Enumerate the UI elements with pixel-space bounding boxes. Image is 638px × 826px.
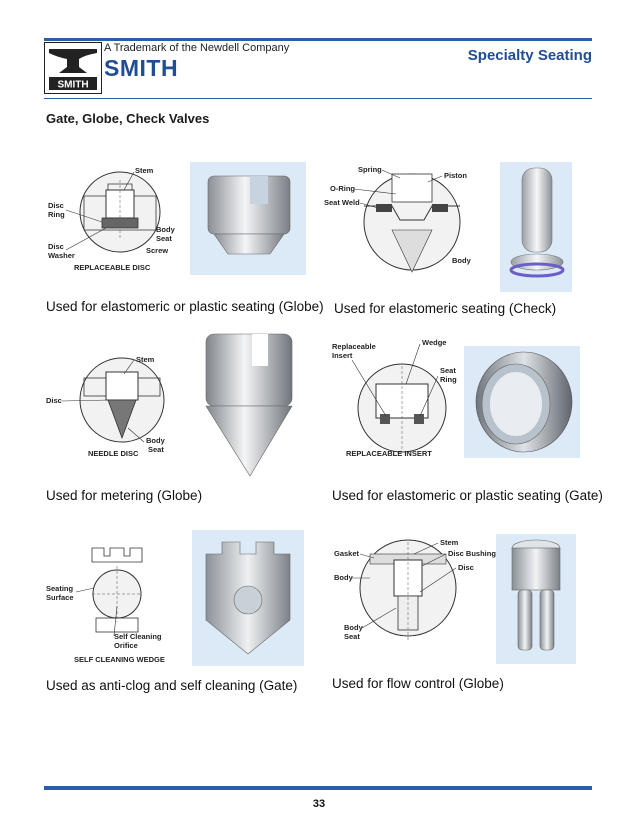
label-disc-washer-1: Disc [48,242,64,251]
photo-check-piston [500,162,572,292]
panel-self-cleaning-wedge: Seating Surface Self Cleaning Orifice SE… [44,530,306,670]
label-disc-ring-1: Disc [48,201,64,210]
anvil-icon: SMITH [49,49,97,91]
panel-check-piston: Spring Piston O-Ring Seat Weld Body [320,160,572,292]
page-subtitle: Gate, Globe, Check Valves [46,111,210,126]
panel-replaceable-insert: Replaceable Insert Wedge Seat Ring REPLA… [330,336,582,466]
label-disc-bushing: Disc Bushing [448,549,496,558]
trademark-text: A Trademark of the Newdell Company [104,42,290,54]
label-body-seat-1: Body [156,225,176,234]
label-gasket: Gasket [334,549,360,558]
label-body-seat-2: Seat [148,445,164,454]
label-disc: Disc [458,563,474,572]
caption-panel-1: Used for elastomeric or plastic seating … [46,299,324,314]
label-seating-surface-1: Seating [46,584,74,593]
logo-text: SMITH [57,80,88,91]
label-spring: Spring [358,165,382,174]
label-seat-weld: Seat Weld [324,198,360,207]
label-replaceable-insert-2: Insert [332,351,353,360]
header-divider [44,98,592,99]
label-disc: Disc [46,396,62,405]
panel-replaceable-disc: Stem Disc Ring Body Seat Disc Washer Scr… [44,160,306,275]
smith-logo: SMITH [44,42,102,94]
photo-needle-disc [194,330,304,480]
label-self-cleaning-2: Orifice [114,641,138,650]
diagram-replaceable-insert: Replaceable Insert Wedge Seat Ring REPLA… [332,338,457,458]
label-stem: Stem [136,355,155,364]
page-number: 33 [312,798,326,810]
photo-replaceable-disc [190,162,306,275]
label-wedge: Wedge [422,338,446,347]
label-o-ring: O-Ring [330,184,355,193]
diagram-check-piston: Spring Piston O-Ring Seat Weld Body [324,165,472,273]
label-piston: Piston [444,171,467,180]
label-body: Body [452,256,472,265]
label-body-seat-1: Body [344,623,364,632]
label-replaceable-insert-1: Replaceable [332,342,376,351]
label-seat-ring-2: Ring [440,375,457,384]
panel-flow-control: Stem Gasket Disc Bushing Disc Body Body … [330,532,582,672]
label-stem: Stem [440,538,459,547]
section-title: Specialty Seating [467,47,592,64]
label-seat-ring-1: Seat [440,366,456,375]
diagram-needle-disc: Stem Disc Body Seat NEEDLE DISC [46,355,166,458]
photo-flow-control [496,534,576,664]
photo-replaceable-insert [464,346,580,458]
label-disc-ring-2: Ring [48,210,65,219]
diagram-flow-control: Stem Gasket Disc Bushing Disc Body Body … [334,538,496,642]
label-body-seat-1: Body [146,436,166,445]
header-rule [44,38,592,41]
label-seating-surface-2: Surface [46,593,74,602]
brand-name: SMITH [104,55,179,81]
label-stem: Stem [135,166,154,175]
diagram-title: REPLACEABLE INSERT [346,449,432,458]
diagram-replaceable-disc: Stem Disc Ring Body Seat Disc Washer Scr… [48,166,176,272]
diagram-self-cleaning-wedge: Seating Surface Self Cleaning Orifice SE… [46,547,165,664]
caption-panel-5: Used as anti-clog and self cleaning (Gat… [46,678,298,693]
diagram-title: REPLACEABLE DISC [74,263,151,272]
diagram-title: NEEDLE DISC [88,449,139,458]
label-screw: Screw [146,246,168,255]
panel-needle-disc: Stem Disc Body Seat NEEDLE DISC [44,330,306,477]
label-self-cleaning-1: Self Cleaning [114,632,162,641]
caption-panel-4: Used for elastomeric or plastic seating … [332,488,603,503]
caption-panel-3: Used for metering (Globe) [46,488,203,503]
diagram-title: SELF CLEANING WEDGE [74,655,165,664]
flow-disc-part-image [511,539,561,651]
piston-part-image [509,167,565,278]
seat-ring-part-image [475,351,573,453]
photo-self-cleaning-wedge [192,530,304,666]
needle-part-image [205,333,293,477]
footer-rule [44,786,592,790]
wedge-part-image [205,541,291,655]
caption-panel-2: Used for elastomeric seating (Check) [334,301,557,316]
label-disc-washer-2: Washer [48,251,75,260]
caption-panel-6: Used for flow control (Globe) [332,676,504,691]
label-body: Body [334,573,354,582]
label-body-seat-2: Seat [344,632,360,641]
disc-part-image [207,175,291,255]
label-body-seat-2: Seat [156,234,172,243]
